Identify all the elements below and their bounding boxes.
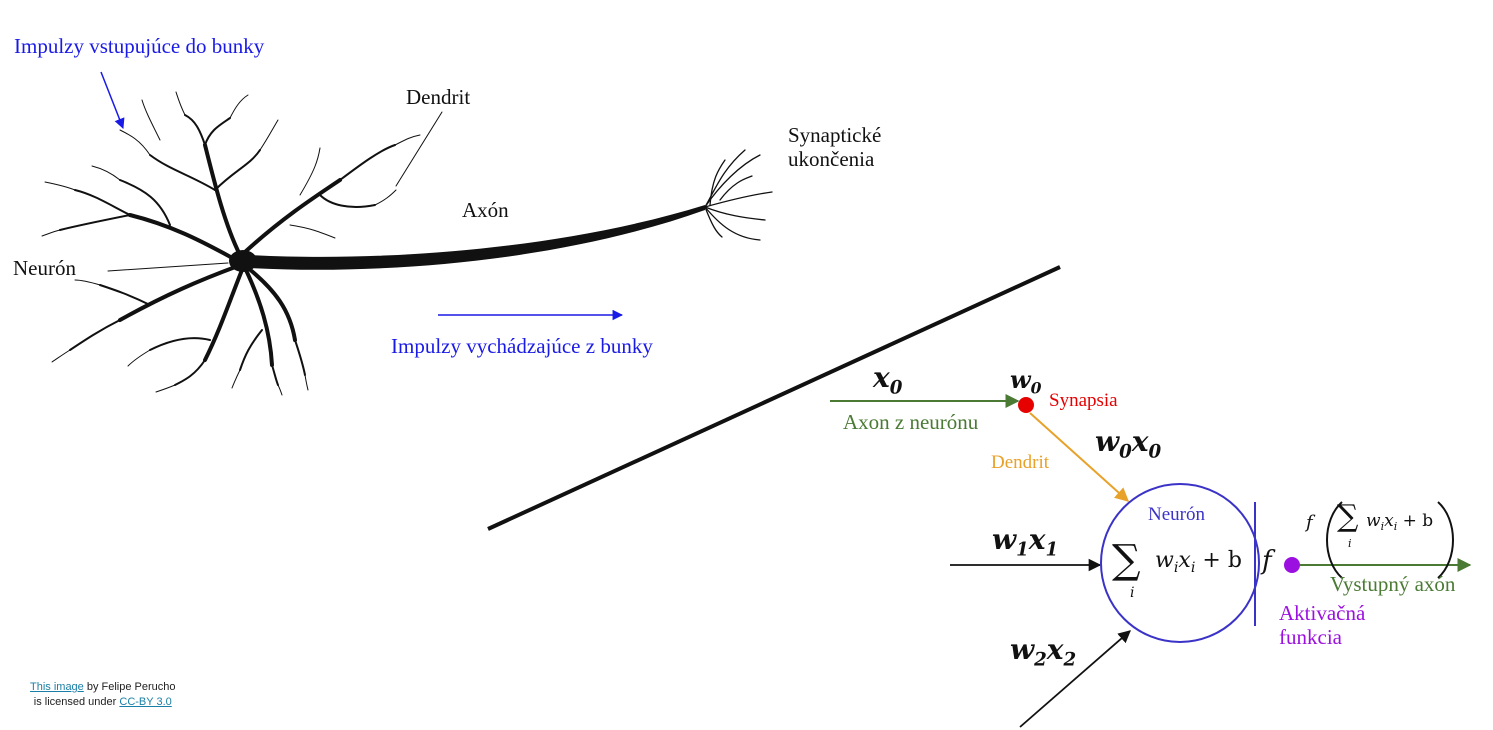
biological-neuron-drawing xyxy=(41,91,773,396)
credit-image-link[interactable]: This image xyxy=(30,681,84,693)
impulses-out-label: Impulzy vychádzajúce z bunky xyxy=(391,334,653,358)
sum-terms: wixi + b xyxy=(1155,548,1242,576)
synapse-dot xyxy=(1018,397,1034,413)
math-neuron-model xyxy=(830,394,1472,728)
axon-from-label: Axon z neurónu xyxy=(843,410,979,434)
w2x2-label: w2x2 xyxy=(1010,633,1077,671)
activation-label-line1: Aktivačná xyxy=(1279,601,1366,625)
output-paren-left xyxy=(1326,501,1343,579)
impulses-in-arrow xyxy=(100,71,125,129)
dendrite-twigs xyxy=(41,91,421,396)
image-credit: This image by Felipe Perucho is licensed… xyxy=(30,680,176,710)
credit-author: by Felipe Perucho xyxy=(83,681,176,693)
neuron-label: Neurón xyxy=(13,256,76,280)
dendrite-arrow xyxy=(1029,412,1130,502)
output-axon-label: Vystupný axón xyxy=(1330,572,1456,596)
divider-line xyxy=(487,265,1061,531)
model-dendrit-label: Dendrit xyxy=(991,452,1050,473)
sum-index: i xyxy=(1130,585,1135,601)
axon-shape xyxy=(250,205,705,270)
impulses-in-label: Impulzy vstupujúce do bunky xyxy=(14,34,265,58)
w1x1-label: w1x1 xyxy=(992,523,1059,561)
w0-label: w0 xyxy=(1010,365,1042,398)
axon-label: Axón xyxy=(462,198,509,222)
credit-license-link[interactable]: CC-BY 3.0 xyxy=(119,696,172,708)
output-f: f xyxy=(1306,512,1313,533)
dendrite-trunks xyxy=(118,143,342,367)
output-sum-terms: wixi + b xyxy=(1366,511,1434,533)
credit-licensed-text: is licensed under xyxy=(33,696,120,708)
w0x0-label: w0x0 xyxy=(1095,425,1162,463)
activation-f: f xyxy=(1262,546,1272,576)
dendrit-label: Dendrit xyxy=(406,85,471,109)
dendrit-pointer-line xyxy=(395,111,443,187)
neuron-pointer-line xyxy=(107,262,229,272)
synapsia-label: Synapsia xyxy=(1049,390,1118,411)
output-sum-symbol: ∑ xyxy=(1337,499,1359,534)
synaptic-label-line2: ukončenia xyxy=(788,147,875,171)
dendrite-branches xyxy=(59,114,396,386)
x0-label: x0 xyxy=(873,361,903,399)
output-sum-index: i xyxy=(1348,537,1352,550)
synaptic-label-line1: Synaptické xyxy=(788,123,882,147)
activation-dot xyxy=(1284,557,1300,573)
sum-symbol: ∑ xyxy=(1112,537,1141,583)
activation-label-line2: funkcia xyxy=(1279,625,1342,649)
synaptic-terminals xyxy=(704,149,773,241)
output-paren-right xyxy=(1437,501,1454,579)
neuron-circle xyxy=(1100,483,1260,643)
model-neuron-label: Neurón xyxy=(1148,504,1205,525)
input-w2x2-arrow xyxy=(1019,630,1131,728)
